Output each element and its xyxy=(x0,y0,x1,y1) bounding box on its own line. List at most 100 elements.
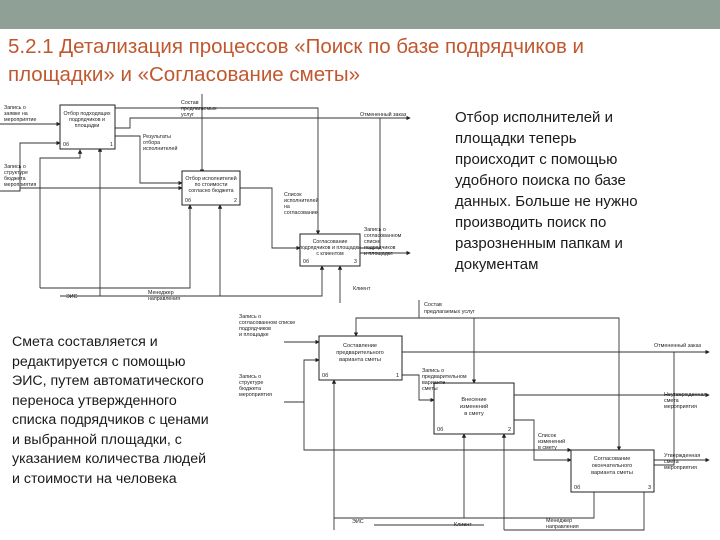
arrow-label: мероприятие xyxy=(4,117,37,123)
arrow-label: смета xyxy=(664,398,679,404)
arrow-label: Результаты xyxy=(143,134,171,140)
arrow xyxy=(115,135,183,186)
arrows xyxy=(0,94,411,303)
arrow xyxy=(353,300,420,337)
arrow xyxy=(464,487,597,519)
process-box: Отбор исполнителей по стоимости согласно… xyxy=(181,170,241,206)
arrow-label: согласованном списке xyxy=(239,320,295,326)
arrow-label: мероприятия xyxy=(4,182,37,188)
description-line: переноса утвержденного xyxy=(12,392,177,409)
description-line: данных. Больше не нужно xyxy=(455,193,638,210)
idef0-diagram-estimate: Составление предварительного варианта см… xyxy=(239,300,710,531)
arrow-label: Менеджер xyxy=(148,290,174,296)
arrow xyxy=(0,185,183,192)
description-line: производить поиск по xyxy=(455,214,607,231)
arrow-labels: Запись о заявке на мероприятие Запись о … xyxy=(4,100,407,302)
arrow-label: и площадке xyxy=(364,251,393,257)
process-box: Отбор подходящих подрядчиков и площадки … xyxy=(59,104,116,150)
arrow-label: списке xyxy=(364,239,381,245)
box-number: 3 xyxy=(648,485,651,491)
box-label: Составление xyxy=(343,343,377,349)
box-label: подрядчиков и xyxy=(69,117,105,123)
arrow xyxy=(514,419,572,463)
arrow-label: структуре xyxy=(239,380,263,386)
description-line: указанием количества людей xyxy=(12,451,207,467)
box-label: предварительного xyxy=(336,350,383,356)
box-label: по стоимости xyxy=(195,182,228,188)
arrow-label: направления xyxy=(148,296,180,302)
arrow-label: Запись о xyxy=(239,374,261,380)
box-code: 0б xyxy=(63,142,69,148)
arrow-label: предварительном xyxy=(422,374,467,380)
arrow xyxy=(40,204,193,289)
arrow xyxy=(115,115,411,129)
arrow-label: Список xyxy=(538,433,557,439)
arrow-label: Клиент xyxy=(454,522,472,528)
box-code: 0б xyxy=(185,198,191,204)
box-code: 0б xyxy=(303,259,309,265)
arrow-label: услуг xyxy=(181,112,194,118)
arrows xyxy=(284,300,710,531)
description-line: ЭИС, путем автоматического xyxy=(12,373,204,389)
arrow xyxy=(39,149,83,288)
box-label: Согласование xyxy=(594,456,631,462)
slide-title-line-1: 5.2.1 Детализация процессов «Поиск по ба… xyxy=(8,35,585,58)
arrow-label: исполнителей xyxy=(284,197,318,204)
arrow-label: отбора xyxy=(143,140,160,146)
arrow-label: в смету xyxy=(538,445,557,451)
arrow-label: смета xyxy=(664,459,679,465)
arrow-label: на xyxy=(284,204,290,210)
box-code: 0б xyxy=(437,427,443,433)
arrow-labels: Состав предлагаемых услуг Запись о согла… xyxy=(239,302,706,530)
process-box: Составление предварительного варианта см… xyxy=(318,335,403,381)
arrow xyxy=(60,265,325,297)
arrow-label: согласованном xyxy=(364,233,402,239)
arrow-label: Запись о xyxy=(4,164,26,170)
box-code: 0б xyxy=(322,373,328,379)
arrow xyxy=(240,187,301,251)
box-number: 3 xyxy=(354,259,357,265)
arrow xyxy=(19,140,61,191)
arrow-label: подрядчиков xyxy=(364,245,396,251)
arrow-label: бюджета xyxy=(239,386,261,392)
box-label: в смету xyxy=(464,411,484,417)
description-selection: Отбор исполнителей и площадки теперь про… xyxy=(455,107,705,275)
idef0-diagram-selection: Отбор подходящих подрядчиков и площадки … xyxy=(0,94,411,303)
arrow-label: подрядчиков xyxy=(239,326,271,332)
arrow-label: исполнителей xyxy=(143,145,177,152)
arrow xyxy=(504,487,647,531)
arrow-label: Отмененный заказ xyxy=(654,342,702,349)
arrow-label: мероприятия xyxy=(239,392,272,398)
arrow xyxy=(284,357,320,403)
arrow-label: Запись о xyxy=(4,105,26,111)
box-number: 1 xyxy=(110,142,113,148)
arrow-label: предлагаемых услуг xyxy=(424,309,475,315)
box-label: согласно бюджета xyxy=(188,188,233,194)
process-box: Внесение изменений в смету 0б 2 xyxy=(433,382,515,435)
arrow-label: согласование xyxy=(284,210,318,216)
description-line: площадки теперь xyxy=(455,130,577,147)
arrow-label: Состав xyxy=(181,100,199,106)
box-label: площадки xyxy=(75,123,100,129)
arrow xyxy=(303,402,572,453)
box-label: подрядчиков и площадки xyxy=(299,245,361,251)
box-code: 0б xyxy=(574,485,580,491)
description-line: Смета составляется и xyxy=(12,334,158,350)
arrow-label: Неутвержденная xyxy=(664,392,706,398)
arrow-label: Клиент xyxy=(353,286,371,292)
arrow-label: Менеджер xyxy=(546,518,572,524)
arrow-label: ЭИС xyxy=(66,294,78,300)
arrow-label: сметы xyxy=(422,386,438,392)
arrow-label: структуре xyxy=(4,170,28,176)
box-label: Внесение xyxy=(461,397,486,403)
slide-title-line-2: площадки» и «Согласование сметы» xyxy=(8,63,360,86)
description-line: списка подрядчиков с ценами xyxy=(12,412,209,428)
arrow-label: Отмененный заказ xyxy=(360,111,407,118)
process-box: Согласование подрядчиков и площадки с кл… xyxy=(299,233,361,267)
description-line: редактируется с помощью xyxy=(12,353,186,370)
box-number: 1 xyxy=(396,373,399,379)
arrow-label: Утвержденная xyxy=(664,453,700,459)
arrow xyxy=(360,118,381,249)
box-number: 2 xyxy=(234,198,237,204)
arrow-label: мероприятия xyxy=(664,404,697,410)
